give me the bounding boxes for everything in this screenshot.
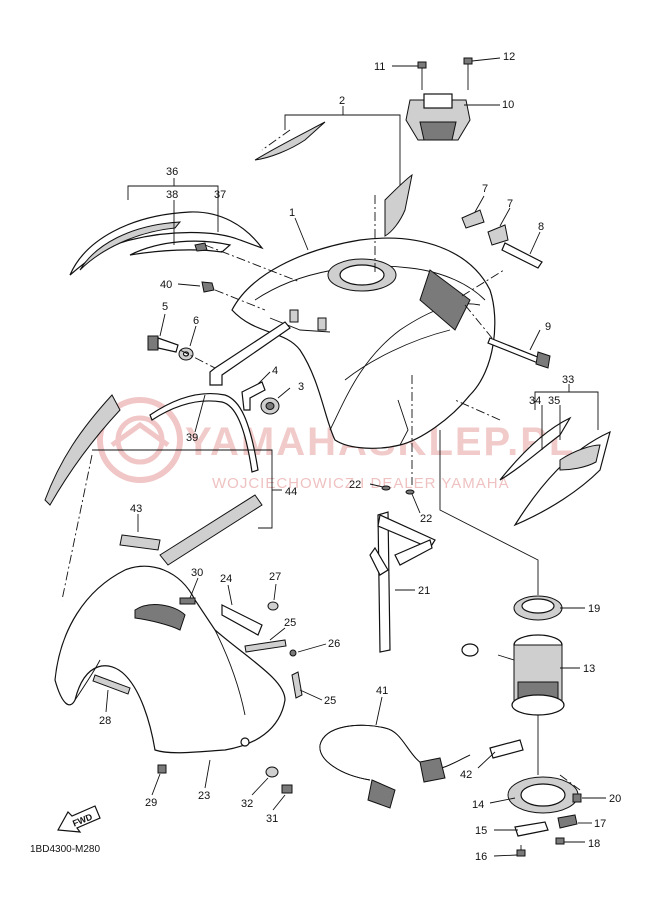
clip-29 [157,764,167,774]
callout-41[interactable]: 41 [376,685,388,697]
watermark-line2: WOJCIECHOWICZ I DEALER YAMAHA [212,475,510,492]
callout-34[interactable]: 34 [529,395,541,407]
clip-30 [179,597,196,605]
bracket-4 [241,381,266,411]
fuel-hose-41 [319,724,471,809]
callout-25b[interactable]: 25 [324,695,336,707]
callout-37[interactable]: 37 [214,189,226,201]
callout-23[interactable]: 23 [198,790,210,802]
stripe-44 [44,394,263,566]
side-graphic-left [69,211,264,276]
clip-17 [557,814,578,829]
callout-20[interactable]: 20 [609,793,621,805]
clip-22a [381,485,391,491]
washer-6 [178,347,194,361]
clip-26 [289,649,297,657]
callout-33[interactable]: 33 [562,374,574,386]
callout-18[interactable]: 18 [588,838,600,850]
callout-8[interactable]: 8 [538,221,544,233]
fwd-arrow-icon: FWD [57,805,101,833]
callout-42[interactable]: 42 [460,769,472,781]
callout-28[interactable]: 28 [99,715,111,727]
washer-32 [265,766,279,778]
side-cover [54,565,286,754]
callout-39[interactable]: 39 [186,432,198,444]
bolt-5 [147,335,179,353]
callout-36[interactable]: 36 [166,166,178,178]
callout-32[interactable]: 32 [241,798,253,810]
callout-22b[interactable]: 22 [420,513,432,525]
callout-7b[interactable]: 7 [507,198,513,210]
emblem-2 [254,121,413,237]
callout-13[interactable]: 13 [583,663,595,675]
ring-19 [513,595,563,621]
callouts: 1 2 3 4 5 6 7 7 8 9 10 11 12 13 14 15 16… [99,51,621,863]
callout-40[interactable]: 40 [160,279,172,291]
callout-4[interactable]: 4 [272,365,278,377]
callout-26[interactable]: 26 [328,638,340,650]
callout-27[interactable]: 27 [269,571,281,583]
callout-5[interactable]: 5 [162,301,168,313]
fuel-cap [405,93,471,141]
callout-14[interactable]: 14 [472,799,484,811]
screw-31 [281,784,293,794]
collar-8 [501,242,543,269]
callout-9[interactable]: 9 [545,321,551,333]
bracket-39 [149,392,259,473]
callout-29[interactable]: 29 [145,797,157,809]
callout-15[interactable]: 15 [475,825,487,837]
callout-16[interactable]: 16 [475,851,487,863]
callout-38[interactable]: 38 [166,189,178,201]
diagram-code: 1BD4300-M280 [30,844,100,855]
bracket-24 [221,604,263,636]
damper-25a [244,639,287,653]
screw-18 [555,837,565,845]
clip-40 [201,281,215,293]
fuel-tank [231,237,496,449]
screw-20 [572,793,582,803]
clip-22b [405,489,415,495]
callout-22a[interactable]: 22 [349,479,361,491]
grommet-27 [267,601,279,611]
damper-3 [260,397,280,415]
watermark-logo [97,397,183,483]
bracket-15 [514,821,549,837]
damper-7a [461,209,485,229]
side-graphic-right [499,416,611,527]
gasket-14 [507,776,579,814]
leader-lines [61,57,606,857]
callout-31[interactable]: 31 [266,813,278,825]
bolt-9 [487,337,551,369]
callout-7a[interactable]: 7 [482,183,488,195]
callout-30[interactable]: 30 [191,567,203,579]
callout-3[interactable]: 3 [298,381,304,393]
damper-7b [487,224,509,246]
callout-1[interactable]: 1 [289,207,295,219]
fuel-pump-13 [461,634,565,716]
bolt-11 [417,61,427,90]
callout-24[interactable]: 24 [220,573,232,585]
tank-bracket [209,321,291,386]
callout-43[interactable]: 43 [130,503,142,515]
callout-2[interactable]: 2 [339,95,345,107]
callout-25a[interactable]: 25 [284,617,296,629]
callout-6[interactable]: 6 [193,315,199,327]
bolt-12 [463,57,473,90]
callout-35[interactable]: 35 [548,395,560,407]
connector-42 [489,739,524,759]
bolt-16 [516,845,526,857]
callout-44[interactable]: 44 [285,486,297,498]
callout-10[interactable]: 10 [502,99,514,111]
callout-11[interactable]: 11 [374,61,385,73]
hose-21 [369,511,436,653]
damper-25b [291,671,303,699]
stripe-43 [119,534,161,551]
callout-12[interactable]: 12 [503,51,515,63]
callout-21[interactable]: 21 [418,585,430,597]
damper-28 [92,674,131,695]
callout-19[interactable]: 19 [588,603,600,615]
callout-17[interactable]: 17 [594,818,606,830]
